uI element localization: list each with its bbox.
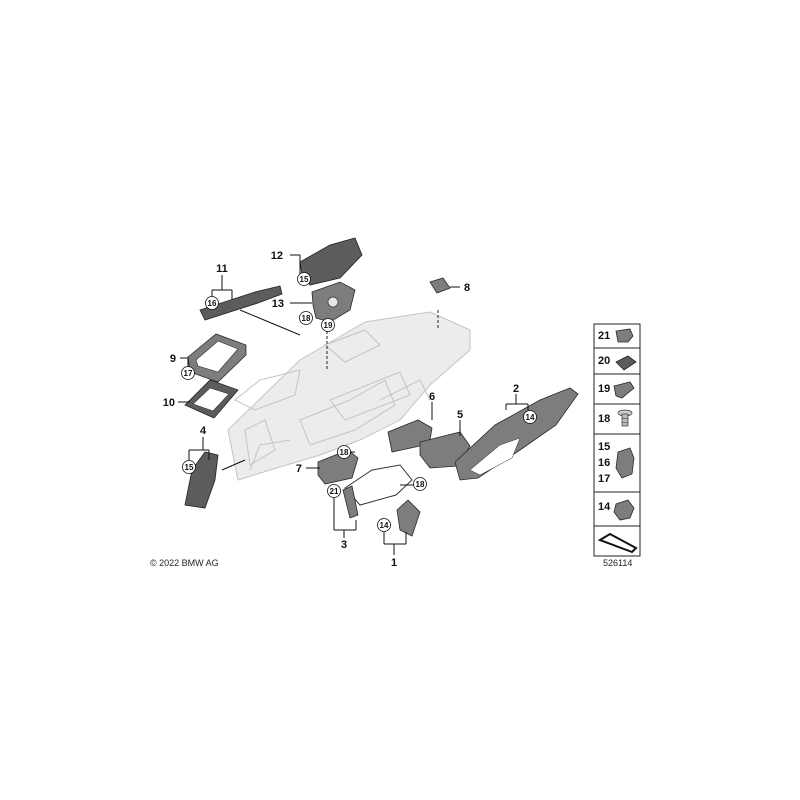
legend-strip-icon: [597, 532, 638, 554]
legend-clip-19-icon: [613, 381, 635, 399]
svg-text:18: 18: [340, 448, 349, 457]
legend-row-15-label: 15: [598, 441, 610, 453]
svg-text:14: 14: [526, 413, 535, 422]
callout-5: 5: [457, 409, 463, 421]
callout-3: 3: [341, 539, 347, 551]
dashboard-outline: [227, 310, 471, 481]
part-1-trim: [396, 499, 421, 537]
legend-table: 21 20 19 18 15 16 17 14: [593, 323, 641, 557]
svg-text:21: 21: [330, 487, 339, 496]
callout-7: 7: [296, 463, 302, 475]
svg-text:17: 17: [184, 369, 193, 378]
copyright-text: © 2022 BMW AG: [150, 558, 219, 568]
callout-circle-18-right: 18: [413, 477, 427, 491]
callout-8: 8: [464, 282, 470, 294]
part-8-cap: [429, 277, 451, 294]
legend-screw-18-icon: [617, 409, 633, 427]
callout-circle-19: 19: [321, 318, 335, 332]
callout-2: 2: [513, 383, 519, 395]
callout-1: 1: [391, 557, 397, 569]
legend-nut-14-icon: [613, 499, 635, 521]
diagram-id: 526114: [603, 558, 632, 568]
legend-row-17-label: 17: [598, 473, 610, 485]
legend-row-21-label: 21: [598, 330, 610, 342]
callout-circle-15-left: 15: [182, 460, 196, 474]
callout-4: 4: [200, 425, 207, 437]
svg-text:15: 15: [300, 275, 309, 284]
callout-10: 10: [163, 397, 175, 409]
callout-circle-18-mid: 18: [337, 445, 351, 459]
part-3-frame: [344, 464, 413, 506]
svg-text:16: 16: [208, 299, 217, 308]
callout-circle-17: 17: [181, 366, 195, 380]
legend-row-16-label: 16: [598, 457, 610, 469]
leader-lines: [178, 254, 529, 555]
svg-text:18: 18: [302, 314, 311, 323]
svg-text:19: 19: [324, 321, 333, 330]
callout-circle-14-right: 14: [523, 410, 537, 424]
callout-circle-21: 21: [327, 484, 341, 498]
legend-row-14-label: 14: [598, 501, 611, 513]
callout-9: 9: [170, 353, 176, 365]
part-11-trim-strip: [199, 285, 283, 321]
callout-circle-16: 16: [205, 296, 219, 310]
part-13-hole: [327, 296, 339, 308]
legend-row-19-label: 19: [598, 383, 610, 395]
callout-circle-15-top: 15: [297, 272, 311, 286]
svg-text:15: 15: [185, 463, 194, 472]
svg-text:14: 14: [380, 521, 389, 530]
callout-13: 13: [272, 298, 284, 310]
legend-row-20-label: 20: [598, 355, 610, 367]
legend-row-18-label: 18: [598, 413, 610, 425]
legend-pad-20-icon: [615, 355, 637, 371]
callout-circle-14-bottom: 14: [377, 518, 391, 532]
legend-clip-21-icon: [615, 328, 634, 343]
callout-circle-18-top: 18: [299, 311, 313, 325]
svg-text:18: 18: [416, 480, 425, 489]
callout-12: 12: [271, 250, 283, 262]
legend-clip-15-17-icon: [615, 447, 635, 479]
callout-6: 6: [429, 391, 435, 403]
callout-11: 11: [216, 263, 228, 275]
